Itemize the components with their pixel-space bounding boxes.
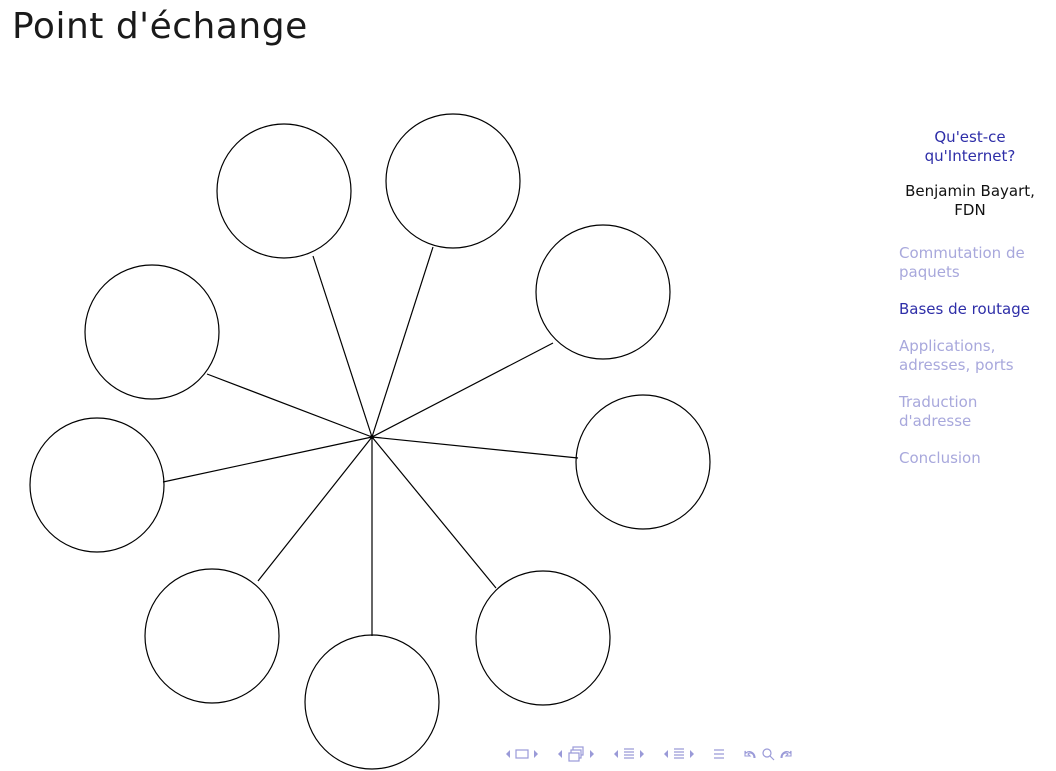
network-node-8 [475,570,611,706]
link-7 [257,436,373,582]
link-1 [312,255,373,438]
link-9 [371,436,497,589]
sidebar-author: Benjamin Bayart, FDN [905,182,1035,219]
network-node-6 [29,417,165,553]
sidebar-item-traduction[interactable]: Traduction d'adresse [899,393,978,430]
sidebar-item-applications[interactable]: Applications, adresses, ports [899,337,1014,374]
prev-section-icon[interactable] [663,749,669,759]
link-4 [206,373,373,438]
section-icon[interactable] [673,747,685,761]
sidebar-item-conclusion[interactable]: Conclusion [899,449,981,467]
link-3 [371,342,554,438]
section-nav-b [663,747,695,761]
search-icon[interactable] [761,747,775,761]
next-frame-icon[interactable] [533,749,539,759]
sidebar-sections: Commutation de paquets Bases de routage … [895,244,1056,468]
link-5 [371,436,579,459]
network-node-9 [304,634,440,770]
sidebar: Qu'est-ce qu'Internet? Benjamin Bayart, … [895,128,1056,486]
exchange-point-diagram [29,113,711,770]
redo-icon[interactable] [779,748,793,760]
prev-subsection-icon[interactable] [557,749,563,759]
align-icon[interactable] [713,747,725,761]
network-node-5 [575,394,711,530]
link-6 [162,436,373,483]
network-node-1 [216,123,352,259]
sidebar-item-routage[interactable]: Bases de routage [899,300,1030,318]
sidebar-item-commutation[interactable]: Commutation de paquets [899,244,1025,281]
section-nav-a [613,747,645,761]
network-node-3 [535,224,671,360]
next-section-icon[interactable] [689,749,695,759]
network-node-4 [84,264,220,400]
network-node-2 [385,113,521,249]
subsection-nav [557,746,595,762]
beamer-navigation [505,744,793,764]
sidebar-title[interactable]: Qu'est-ce qu'Internet? [924,128,1016,165]
frame-icon[interactable] [515,748,529,760]
next-subsection-icon[interactable] [589,749,595,759]
link-2 [371,246,434,438]
slide-title: Point d'échange [12,6,308,47]
undo-icon[interactable] [743,748,757,760]
frame-nav [505,748,539,760]
exchange-hub [370,435,374,439]
section-icon[interactable] [623,747,635,761]
next-section-icon[interactable] [639,749,645,759]
search-nav [743,747,793,761]
prev-section-icon[interactable] [613,749,619,759]
network-node-7 [144,568,280,704]
subsection-icon[interactable] [567,746,585,762]
prev-frame-icon[interactable] [505,749,511,759]
